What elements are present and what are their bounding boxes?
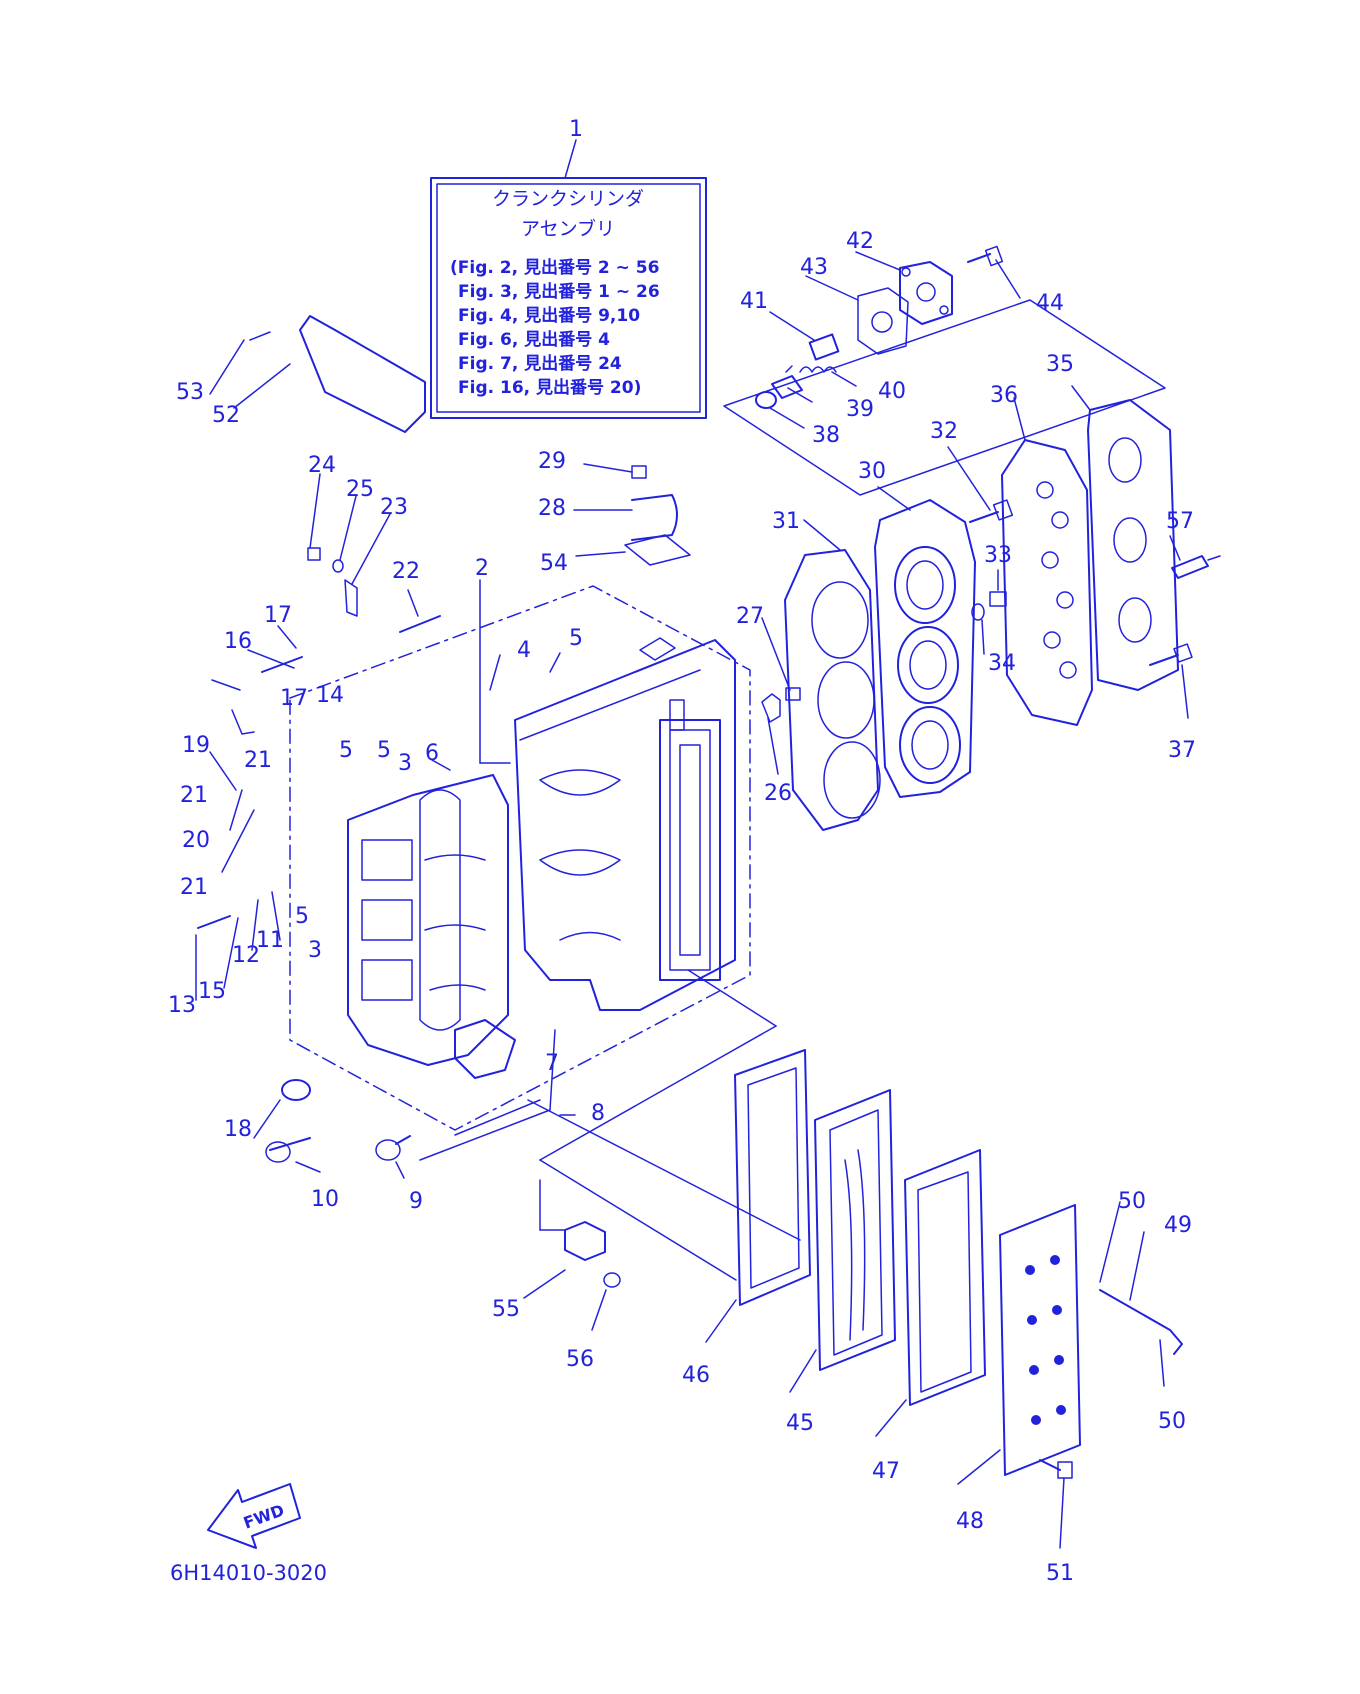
leader-lines	[195, 251, 1189, 1549]
callout-35: 35	[1046, 352, 1074, 377]
callout-29: 29	[538, 449, 566, 474]
callout-56: 56	[566, 1347, 594, 1372]
callout-21c: 21	[180, 875, 208, 900]
callout-32: 32	[930, 419, 958, 444]
callout-4: 4	[517, 638, 531, 663]
callout-16: 16	[224, 629, 252, 654]
callout-7: 7	[545, 1051, 559, 1076]
thermostat-group	[723, 245, 1166, 496]
callout-41: 41	[740, 289, 768, 314]
callout-5a: 5	[569, 626, 583, 651]
crankcase-boundary	[289, 585, 751, 1131]
callout-42: 42	[846, 229, 874, 254]
callout-22: 22	[392, 559, 420, 584]
callout-40: 40	[878, 379, 906, 404]
callout-3b: 3	[308, 938, 322, 963]
callout-37: 37	[1168, 738, 1196, 763]
callout-50b: 50	[1158, 1409, 1186, 1434]
callout-50a: 50	[1118, 1189, 1146, 1214]
callout-49: 49	[1164, 1213, 1192, 1238]
callout-13: 13	[168, 993, 196, 1018]
callout-27: 27	[736, 604, 764, 629]
callout-14: 14	[316, 683, 344, 708]
callout-55: 55	[492, 1297, 520, 1322]
callout-25: 25	[346, 477, 374, 502]
callout-3a: 3	[398, 751, 412, 776]
callout-8: 8	[591, 1101, 605, 1126]
note-box: クランクシリンダ アセンブリ (Fig. 2, 見出番号 2 ~ 56 Fig.…	[430, 139, 707, 419]
callout-6: 6	[425, 741, 439, 766]
callout-11: 11	[256, 928, 284, 953]
callout-34: 34	[988, 651, 1016, 676]
note-ref-1: (Fig. 2, 見出番号 2 ~ 56	[450, 257, 659, 278]
forward-label: FWD	[241, 1500, 287, 1532]
note-ref-2: Fig. 3, 見出番号 1 ~ 26	[458, 281, 660, 302]
callout-52: 52	[212, 403, 240, 428]
callout-28: 28	[538, 496, 566, 521]
callout-51: 51	[1046, 1561, 1074, 1586]
callout-21b: 21	[180, 783, 208, 808]
note-ref-5: Fig. 7, 見出番号 24	[458, 353, 622, 374]
callout-5d: 5	[295, 904, 309, 929]
callout-45: 45	[786, 1411, 814, 1436]
callout-53: 53	[176, 380, 204, 405]
callout-38: 38	[812, 423, 840, 448]
exhaust-covers	[734, 1049, 1183, 1479]
callout-36: 36	[990, 383, 1018, 408]
callout-23: 23	[380, 495, 408, 520]
callout-5c: 5	[377, 738, 391, 763]
callout-24: 24	[308, 453, 336, 478]
callout-47: 47	[872, 1459, 900, 1484]
callout-44: 44	[1036, 291, 1064, 316]
callout-31: 31	[772, 509, 800, 534]
note-ref-6: Fig. 16, 見出番号 20)	[458, 377, 641, 398]
callout-39: 39	[846, 397, 874, 422]
callout-20: 20	[182, 828, 210, 853]
callout-33: 33	[984, 543, 1012, 568]
callout-19: 19	[182, 733, 210, 758]
cylinder-head-group	[761, 399, 1221, 831]
note-title-line-1: クランクシリンダ	[492, 188, 644, 210]
callout-17b: 17	[280, 686, 308, 711]
callout-26: 26	[764, 781, 792, 806]
callouts: 1 2 3 3 4 5 5 5 5 6 7 8 9 10 11 12 13 14…	[168, 117, 1196, 1586]
forward-arrow: FWD	[207, 1483, 301, 1549]
callout-46: 46	[682, 1363, 710, 1388]
callout-30: 30	[858, 459, 886, 484]
crankcase	[347, 774, 516, 1079]
callout-17a: 17	[264, 603, 292, 628]
callout-43: 43	[800, 255, 828, 280]
diagram-code: 6H14010-3020	[170, 1561, 327, 1585]
callout-9: 9	[409, 1189, 423, 1214]
cylinder-block	[514, 637, 736, 1011]
callout-15: 15	[198, 979, 226, 1004]
note-title-line-2: アセンブリ	[521, 217, 615, 240]
callout-10: 10	[311, 1187, 339, 1212]
callout-48: 48	[956, 1509, 984, 1534]
callout-21a: 21	[244, 748, 272, 773]
callout-12: 12	[232, 943, 260, 968]
callout-57: 57	[1166, 509, 1194, 534]
note-ref-3: Fig. 4, 見出番号 9,10	[458, 305, 640, 326]
callout-2: 2	[475, 556, 489, 581]
callout-54: 54	[540, 551, 568, 576]
small-parts-left	[197, 315, 691, 1288]
callout-18: 18	[224, 1117, 252, 1142]
callout-1: 1	[569, 117, 583, 142]
callout-5b: 5	[339, 738, 353, 763]
note-ref-4: Fig. 6, 見出番号 4	[458, 329, 610, 350]
